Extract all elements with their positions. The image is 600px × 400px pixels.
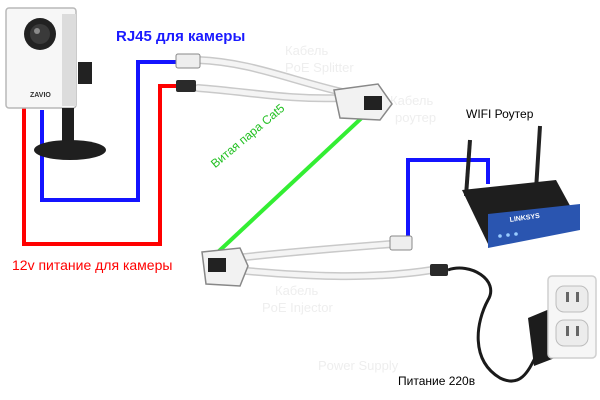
poe-injector-icon — [201, 235, 448, 287]
poe-splitter-icon — [175, 53, 393, 121]
background-watermark: Кабель PoE Splitter Кабель роутер Кабель… — [262, 43, 436, 373]
svg-text:Кабель: Кабель — [275, 283, 318, 298]
ip-camera-icon: ZAVIO — [5, 7, 106, 160]
svg-text:PoE Splitter: PoE Splitter — [285, 60, 354, 75]
cat5-line — [216, 110, 370, 254]
power-12v-label: 12v питание для камеры — [12, 257, 173, 273]
svg-text:Кабель: Кабель — [285, 43, 328, 58]
svg-text:Кабель: Кабель — [390, 93, 433, 108]
rj45-camera-label: RJ45 для камеры — [116, 28, 246, 45]
svg-text:ZAVIO: ZAVIO — [30, 92, 51, 99]
data-line-camera — [40, 60, 180, 202]
power-adapter-icon — [447, 266, 560, 383]
svg-text:LINKSYS: LINKSYS — [509, 213, 540, 224]
svg-text:роутер: роутер — [395, 110, 436, 125]
wifi-router-icon: LINKSYS — [462, 125, 580, 248]
wall-outlet-icon — [547, 275, 597, 359]
power-line-camera — [22, 84, 180, 246]
svg-text:PoE Injector: PoE Injector — [262, 300, 333, 315]
svg-text:Power Supply: Power Supply — [318, 358, 399, 373]
mains-power-label: Питание 220в — [398, 374, 476, 388]
wifi-router-label: WIFI Роутер — [466, 107, 534, 121]
